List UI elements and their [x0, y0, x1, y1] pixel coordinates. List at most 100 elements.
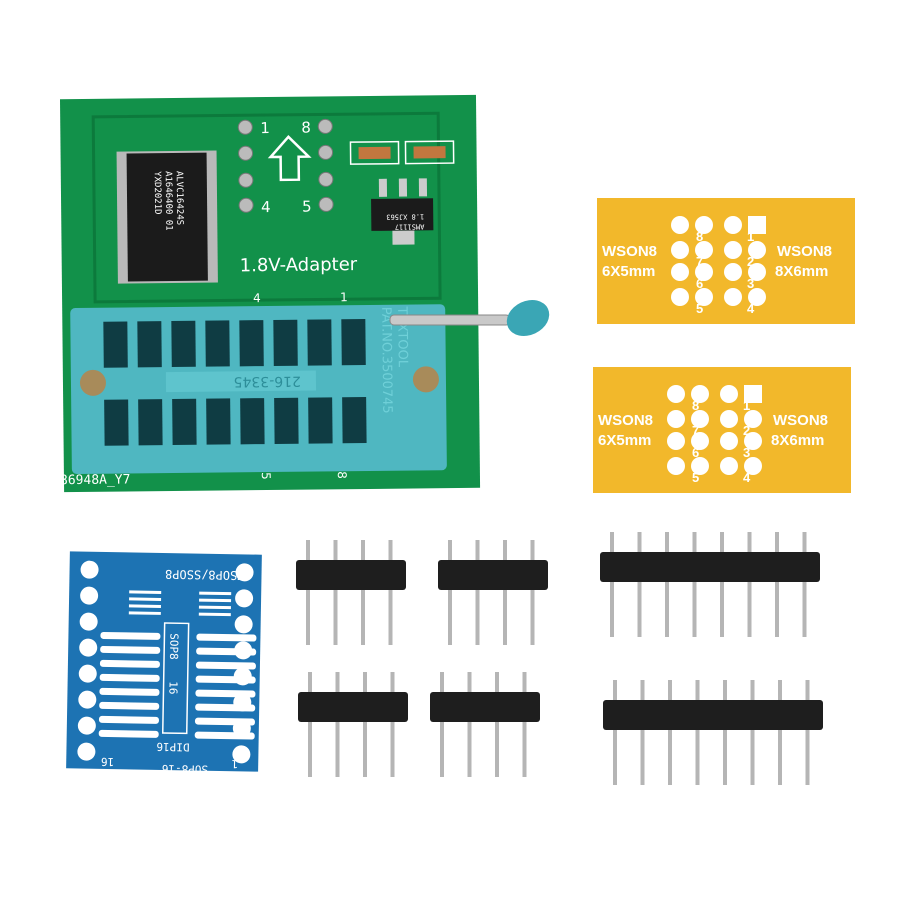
wson-pad [667, 432, 685, 450]
through-hole-pad [78, 690, 97, 709]
solder-pad [318, 144, 334, 160]
zif-socket[interactable]: 216-3345 TEXTOOL PAT.NO.3500745 [70, 304, 447, 475]
wson-pin-label: 2 [743, 423, 750, 438]
msop-pad [199, 591, 232, 596]
wson-pad [748, 288, 766, 306]
header-pin [390, 672, 395, 777]
header-pin [361, 540, 365, 645]
header-housing [296, 560, 406, 590]
pin-label-4: 4 [261, 198, 271, 216]
sop-pad [194, 717, 255, 726]
sop-dip-label: DIP16 [156, 740, 189, 754]
bottom-pin-label-8: 8 [335, 471, 349, 479]
sop-pad [99, 673, 160, 682]
through-hole-pad [80, 560, 99, 579]
header-pin [613, 680, 617, 785]
sop-bottom-label: SOP8-16 [162, 762, 209, 776]
header-pin [495, 672, 499, 777]
msop-pad [129, 597, 162, 601]
wson-pad [695, 288, 713, 306]
header-housing [600, 552, 820, 582]
sop-pad [194, 731, 255, 740]
through-hole-pad [79, 638, 98, 657]
sop-pad [99, 701, 160, 710]
header-pin [640, 680, 645, 785]
header-pin [775, 532, 779, 637]
wson-pad [724, 263, 742, 281]
wson-pad [671, 216, 689, 234]
header-pin [802, 532, 807, 637]
wson-pad [695, 263, 713, 281]
msop-pad [199, 598, 232, 603]
wson-pad [720, 385, 738, 403]
wson-right-label: WSON8 [777, 243, 832, 260]
wson-pad [667, 410, 685, 428]
zif-slot [171, 320, 196, 368]
regulator-text-1: AMS1117 [395, 222, 425, 230]
wson-pad [720, 410, 738, 428]
solder-pad [238, 172, 254, 188]
zif-slot [308, 397, 333, 444]
wson-pad [691, 457, 709, 475]
capacitors [349, 140, 455, 165]
header-pin [668, 680, 672, 785]
header-housing [430, 692, 540, 722]
screw-icon [79, 369, 106, 396]
wson-pad [744, 410, 762, 428]
wson-pad [671, 288, 689, 306]
sop-pin-left: 16 [101, 755, 114, 768]
msop-pad [128, 604, 161, 608]
socket-label-1: 1 [340, 290, 348, 304]
voltage-regulator: AMS1117 1.8 XJ563 [371, 178, 434, 245]
wson-pin-label: 8 [696, 229, 703, 244]
pin1-pad [748, 216, 766, 234]
wson-pin-label: 3 [747, 276, 754, 291]
zif-slot [342, 396, 367, 444]
wson-pin-label: 1 [747, 229, 754, 244]
wson-pad [695, 216, 713, 234]
sop-pad [196, 633, 257, 642]
zif-slot [341, 319, 366, 366]
adapter-board: ALVC16424S A1646400 01 YXD2021D 1 8 4 5 … [60, 94, 481, 493]
sop-center-count: 16 [166, 681, 179, 694]
zif-slot [307, 319, 332, 366]
through-hole-pad [78, 664, 97, 683]
zif-slot [138, 399, 163, 446]
sop-pad [99, 659, 160, 668]
sop-pad [99, 687, 160, 696]
wson-left-label: WSON8 [602, 243, 657, 260]
screw-icon [412, 366, 439, 393]
zif-lever[interactable] [389, 293, 555, 342]
wson-pin-label: 8 [692, 398, 699, 413]
wson-pin-label: 1 [743, 398, 750, 413]
header-pin [306, 540, 310, 645]
wson-pin-label: 6 [696, 276, 703, 291]
wson-pad [744, 432, 762, 450]
header-pin [747, 532, 752, 637]
zif-slot [104, 399, 129, 446]
chip-text-3: YXD2021D [152, 171, 162, 214]
header-pin [637, 532, 642, 637]
wson-pin-label: 4 [743, 470, 751, 485]
msop-pad [198, 605, 231, 610]
sop-pad [196, 647, 257, 656]
wson-right-size: 8X6mm [771, 432, 824, 449]
header-pin [467, 672, 472, 777]
bottom-pin-label-5: 5 [259, 472, 273, 480]
wson-right-size: 8X6mm [775, 263, 828, 280]
sop-pad [195, 675, 256, 684]
header-pin [665, 532, 669, 637]
socket-label-4: 4 [253, 291, 261, 305]
through-hole-pad [77, 716, 96, 735]
header-pin [448, 540, 452, 645]
wson-pin-label: 2 [747, 254, 754, 269]
header-pin [363, 672, 367, 777]
board-title: 1.8V-Adapter [240, 254, 358, 276]
wson-pad [748, 241, 766, 259]
header-pin [335, 672, 340, 777]
wson-pad [691, 432, 709, 450]
